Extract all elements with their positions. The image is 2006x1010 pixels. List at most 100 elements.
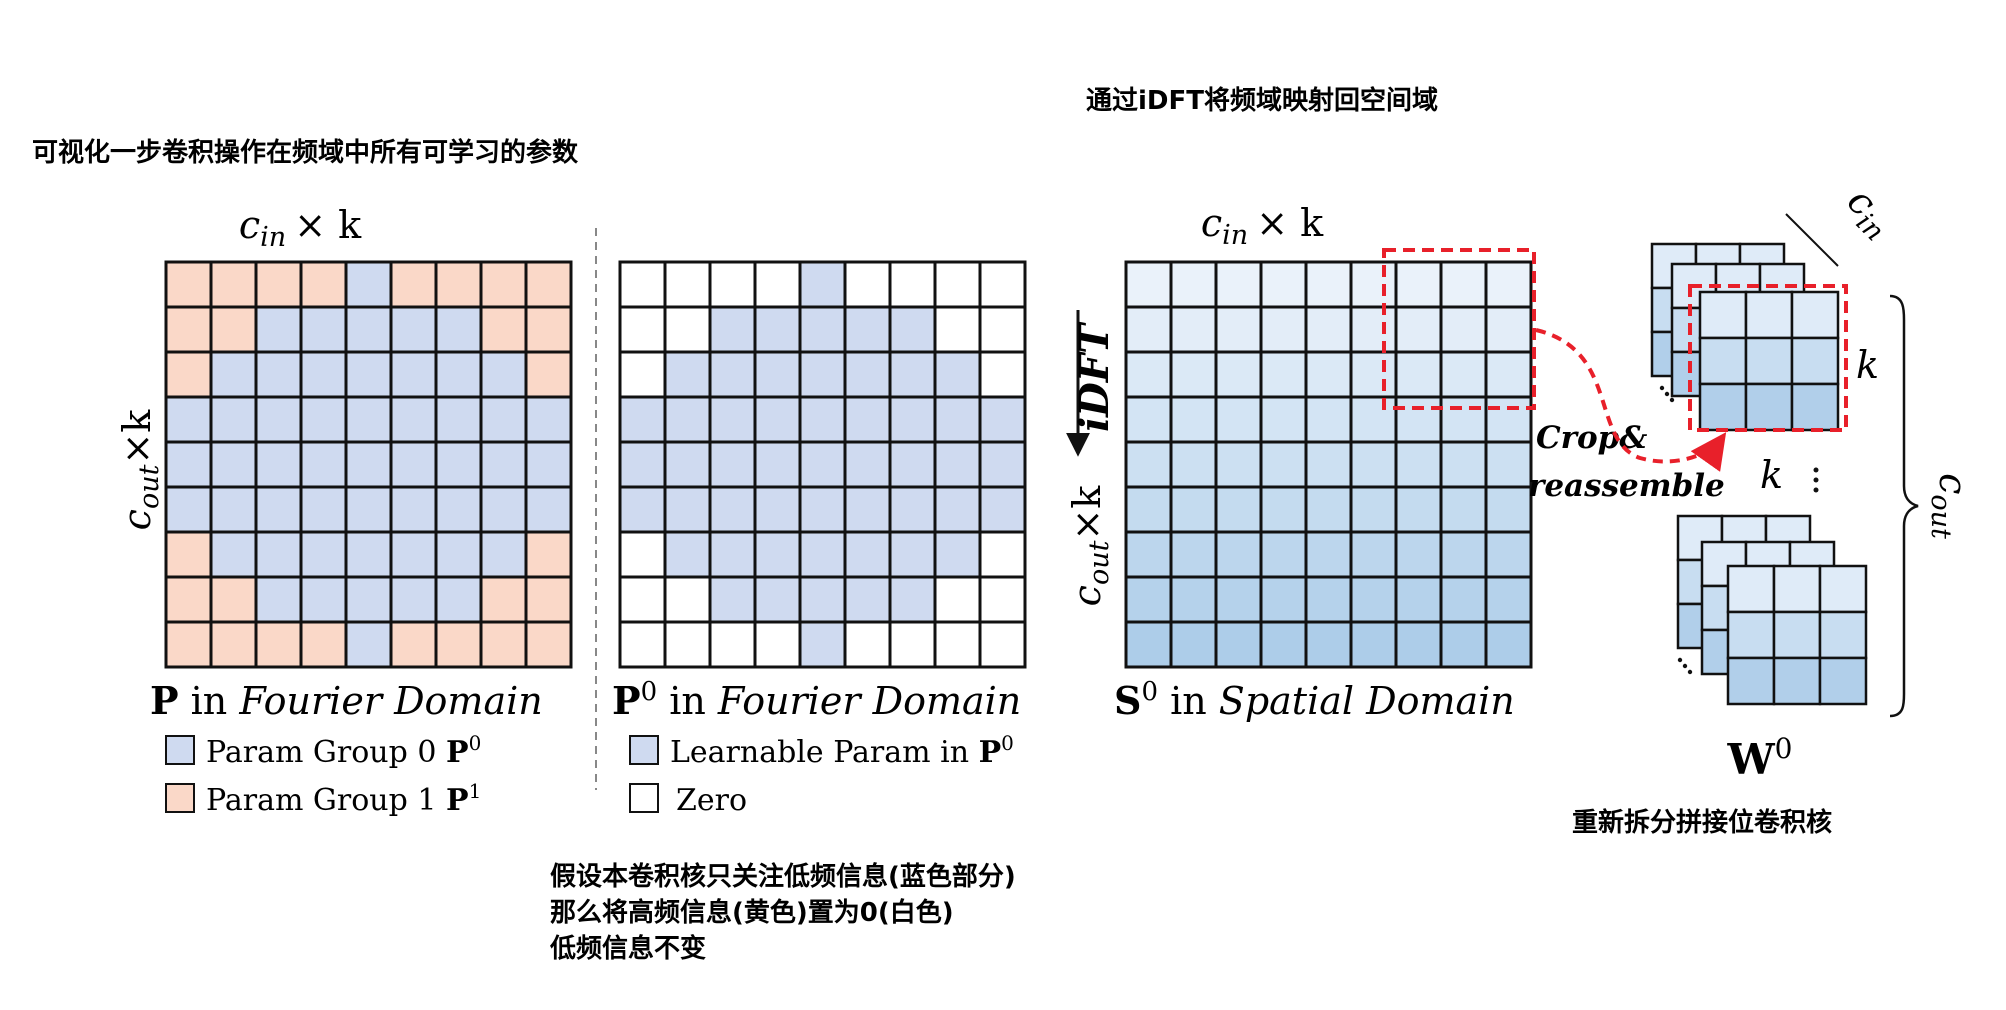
p0-grid-cell (663, 305, 712, 354)
p-grid-cell (299, 440, 348, 489)
p-grid-cell (434, 530, 483, 579)
p-grid-cell (389, 485, 438, 534)
kernel-cell (1726, 610, 1776, 660)
p0-grid-cell (753, 575, 802, 624)
s0-grid-cell (1304, 395, 1353, 444)
kernel-highlight-box (1688, 284, 1848, 432)
legend-swatch-group1 (165, 783, 195, 813)
annotation-top-left: 可视化一步卷积操作在频域中所有可学习的参数 (32, 138, 579, 168)
p-top-axis-label: cin× k (239, 203, 362, 253)
s0-grid-cell (1169, 440, 1218, 489)
p0-grid-cell (888, 575, 937, 624)
p-grid-cell (164, 440, 213, 489)
legend-swatch-group0 (165, 735, 195, 765)
p-side-axis-label: cout×k (115, 409, 165, 531)
kernel-cell (1744, 382, 1794, 432)
s0-grid-cell (1124, 485, 1173, 534)
s0-grid-cell (1169, 395, 1218, 444)
p0-grid-cell (933, 485, 982, 534)
p0-grid-cell (888, 350, 937, 399)
p-grid-cell (164, 530, 213, 579)
s0-grid-cell (1304, 620, 1353, 669)
idft-arrow: iDFT (1066, 310, 1118, 457)
s0-grid-cell (1214, 395, 1263, 444)
p-grid-cell (254, 305, 303, 354)
cout-brace (1889, 294, 1919, 718)
s0-grid-cell (1439, 485, 1488, 534)
p-grid-cell (524, 350, 573, 399)
s0-grid-cell (1484, 440, 1533, 489)
p-grid-cell (164, 350, 213, 399)
s0-grid-cell (1349, 305, 1398, 354)
p0-grid-cell (978, 395, 1027, 444)
s0-grid-cell (1304, 260, 1353, 309)
p0-grid-cell (753, 620, 802, 669)
p0-grid-cell (888, 305, 937, 354)
kernel-diagonal-ellipsis-bottom (1677, 657, 1693, 675)
p-grid-cell (209, 575, 258, 624)
s0-grid-cell (1394, 305, 1443, 354)
s0-grid-cell (1349, 350, 1398, 399)
p-grid-cell (389, 575, 438, 624)
p0-grid-cell (708, 305, 757, 354)
kernel-cout-label: cout (1925, 473, 1975, 539)
p0-grid-cell (618, 575, 667, 624)
p-grid-cell (479, 530, 528, 579)
p0-grid-cell (798, 485, 847, 534)
s0-grid-cell (1304, 350, 1353, 399)
kernel-cell (1744, 290, 1794, 340)
kernel-cell (1772, 564, 1822, 614)
s0-grid-cell (1394, 350, 1443, 399)
p0-grid-cell (618, 395, 667, 444)
p0-grid-cell (933, 530, 982, 579)
p0-grid-cell (888, 485, 937, 534)
s0-grid-cell (1259, 305, 1308, 354)
p0-grid-cell (933, 260, 982, 309)
kernel-k-mid-label: k (1760, 453, 1783, 497)
p-grid-cell (344, 350, 393, 399)
p-grid-cell (299, 620, 348, 669)
p-grid-cell (479, 485, 528, 534)
annotation-bottom-line-2: 那么将高频信息(黄色)置为0(白色) (550, 897, 954, 928)
s0-grid-cell (1484, 305, 1533, 354)
p-grid-cell (344, 440, 393, 489)
p0-grid-cell (798, 395, 847, 444)
p0-grid-cell (798, 440, 847, 489)
p-grid-cell (479, 305, 528, 354)
p-grid-cell (209, 260, 258, 309)
legend-label-zero: Zero (676, 783, 747, 818)
p-grid-cell (389, 530, 438, 579)
s0-grid-cell (1259, 350, 1308, 399)
p-grid-cell (524, 395, 573, 444)
kernel-cell (1698, 336, 1748, 386)
p-grid-cell (434, 620, 483, 669)
kernel-cell (1818, 656, 1868, 706)
s0-grid-cell (1349, 260, 1398, 309)
s0-grid-cell (1304, 305, 1353, 354)
kernel-vertical-ellipsis (1813, 467, 1819, 493)
s0-grid-cell (1169, 575, 1218, 624)
s0-grid-cell (1124, 440, 1173, 489)
p-grid-cell (344, 575, 393, 624)
p0-grid-cell (843, 440, 892, 489)
p0-grid-cell (798, 260, 847, 309)
s0-grid-cell (1124, 620, 1173, 669)
p-grid-cell (524, 305, 573, 354)
p-grid-cell (479, 575, 528, 624)
p0-grid-cell (753, 260, 802, 309)
p0-grid-cell (798, 350, 847, 399)
p-grid-cell (164, 395, 213, 444)
crop-region-box (1382, 248, 1536, 410)
s0-grid-cell (1304, 485, 1353, 534)
p-grid-cell (299, 530, 348, 579)
s0-grid-cell (1484, 485, 1533, 534)
p0-grid-cell (708, 620, 757, 669)
p0-grid-cell (843, 530, 892, 579)
s0-grid-cell (1349, 485, 1398, 534)
annotation-bottom: 假设本卷积核只关注低频信息(蓝色部分) 那么将高频信息(黄色)置为0(白色) 低… (550, 860, 1016, 968)
p-grid-cell (479, 620, 528, 669)
p0-grid-cell (978, 530, 1027, 579)
s0-grid-cell (1484, 395, 1533, 444)
s0-grid-cell (1169, 530, 1218, 579)
p0-grid-cell (663, 395, 712, 444)
